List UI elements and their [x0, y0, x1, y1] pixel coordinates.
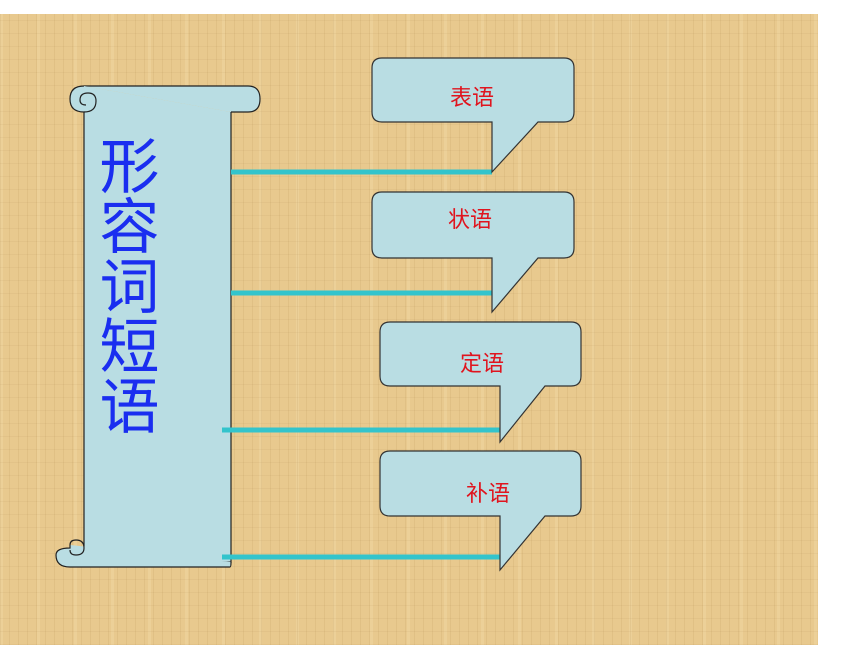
scroll-title: 形容词短语 — [89, 135, 159, 435]
callout-bubble-2 — [371, 191, 575, 314]
callout-label-2: 状语 — [447, 208, 492, 233]
callout-label-1: 表语 — [449, 86, 494, 111]
callout-label-3: 定语 — [459, 352, 504, 377]
callout-bubble-1 — [371, 57, 575, 174]
callout-bubble-4 — [379, 450, 582, 572]
connectors — [222, 169, 500, 560]
callout-label-4: 补语 — [465, 482, 510, 507]
scroll-shape — [55, 85, 261, 568]
callout-bubble-3 — [379, 321, 582, 444]
